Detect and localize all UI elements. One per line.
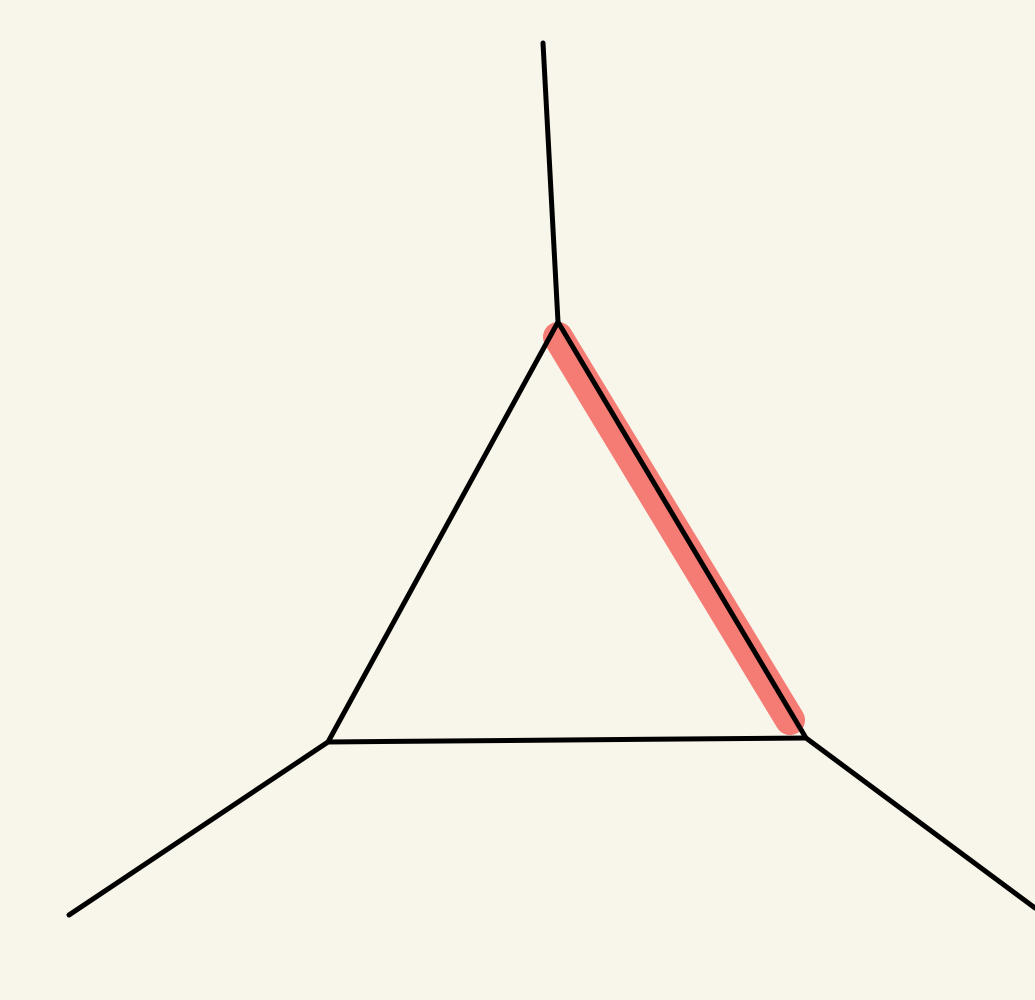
triangle-edge-bottom xyxy=(325,735,809,745)
spoke-bottom-left xyxy=(66,739,331,918)
spoke-top xyxy=(540,40,561,325)
triangle-edge-left xyxy=(325,319,561,745)
highlighted-edge xyxy=(543,322,805,735)
triangle-edge-right xyxy=(555,319,809,741)
spoke-bottom-right xyxy=(803,735,1035,911)
